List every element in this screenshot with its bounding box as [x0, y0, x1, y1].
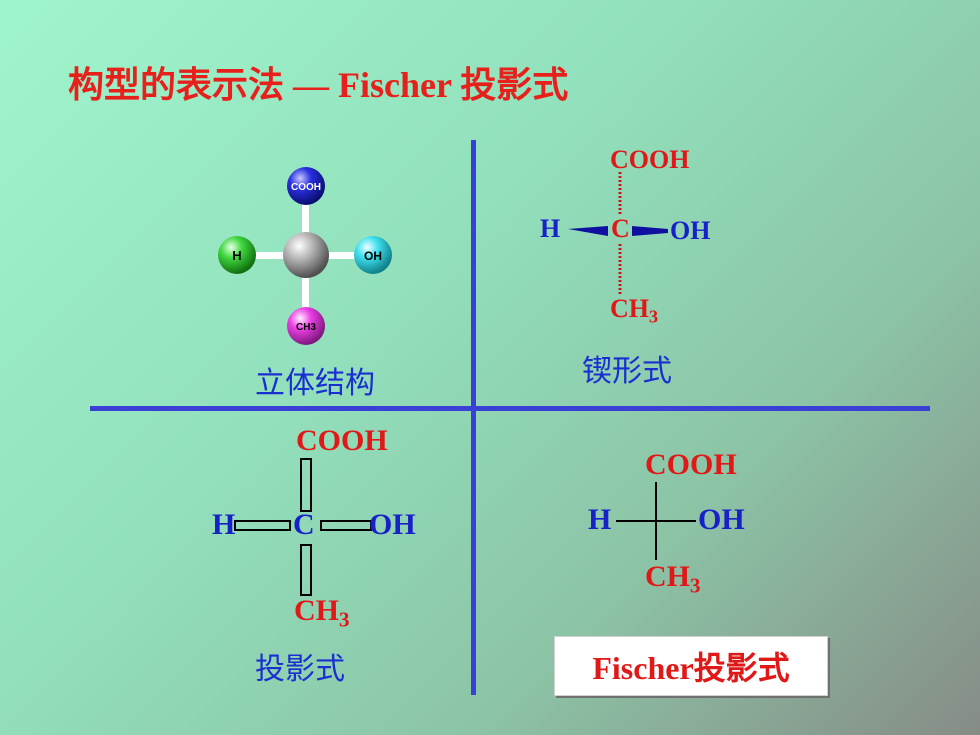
bond-bottom [302, 266, 309, 316]
atom-label-top: COOH [291, 182, 321, 193]
atom-center [283, 232, 329, 278]
fischer-bottom-group: CH3 [645, 560, 701, 598]
caption-wedge-formula: 锲形式 [582, 355, 672, 388]
projection-top-group: COOH [296, 424, 388, 457]
projection-right-group: OH [369, 508, 416, 541]
caption-projection: 投影式 [255, 653, 345, 686]
wedge-bond-left [568, 226, 608, 236]
fischer-right-group: OH [698, 503, 745, 536]
wedge-right-group: OH [670, 216, 711, 245]
atom-label-bottom: CH3 [296, 322, 316, 333]
wedge-bond-right [632, 226, 668, 236]
wedge-bottom-sub: 3 [649, 306, 659, 327]
wedge-bottom-main: CH [610, 294, 649, 323]
wedge-left-group: H [540, 214, 561, 243]
projection-bonds [234, 458, 372, 596]
projection-bottom-group: CH3 [294, 594, 350, 632]
bond-right [328, 252, 364, 259]
ball-stick-model: COOH H OH CH3 [218, 167, 392, 345]
projection-bond-right [320, 520, 372, 531]
projection-bottom-sub: 3 [339, 607, 350, 632]
atom-bottom [287, 307, 325, 345]
fischer-top-group: COOH [645, 448, 737, 481]
projection-left-group: H [212, 508, 236, 541]
projection-bottom-main: CH [294, 594, 339, 627]
horizontal-divider [90, 406, 930, 411]
atom-label-right: OH [364, 249, 382, 263]
projection-center-atom: C [293, 508, 315, 541]
fischer-bottom-main: CH [645, 560, 690, 593]
atom-right [354, 236, 392, 274]
page-title: 构型的表示法 — Fischer 投影式 [68, 65, 569, 105]
vertical-divider [471, 140, 476, 695]
projection-bond-left [234, 520, 291, 531]
atom-left [218, 236, 256, 274]
atom-top [287, 167, 325, 205]
bond-left [250, 252, 302, 259]
atom-label-left: H [232, 248, 241, 263]
wedge-top-group: COOH [610, 145, 690, 174]
projection-bond-bottom [300, 544, 312, 596]
wedge-bonds [568, 172, 668, 296]
fischer-cross [616, 482, 696, 560]
fischer-bottom-sub: 3 [690, 573, 701, 598]
caption-3d-structure: 立体结构 [255, 367, 375, 400]
projection-bond-top [300, 458, 312, 512]
caption-fischer-projection: Fischer投影式 [554, 636, 828, 696]
wedge-bottom-group: CH3 [610, 294, 659, 327]
wedge-center-atom: C [611, 214, 630, 243]
bond-top [302, 198, 309, 246]
fischer-left-group: H [588, 503, 612, 536]
